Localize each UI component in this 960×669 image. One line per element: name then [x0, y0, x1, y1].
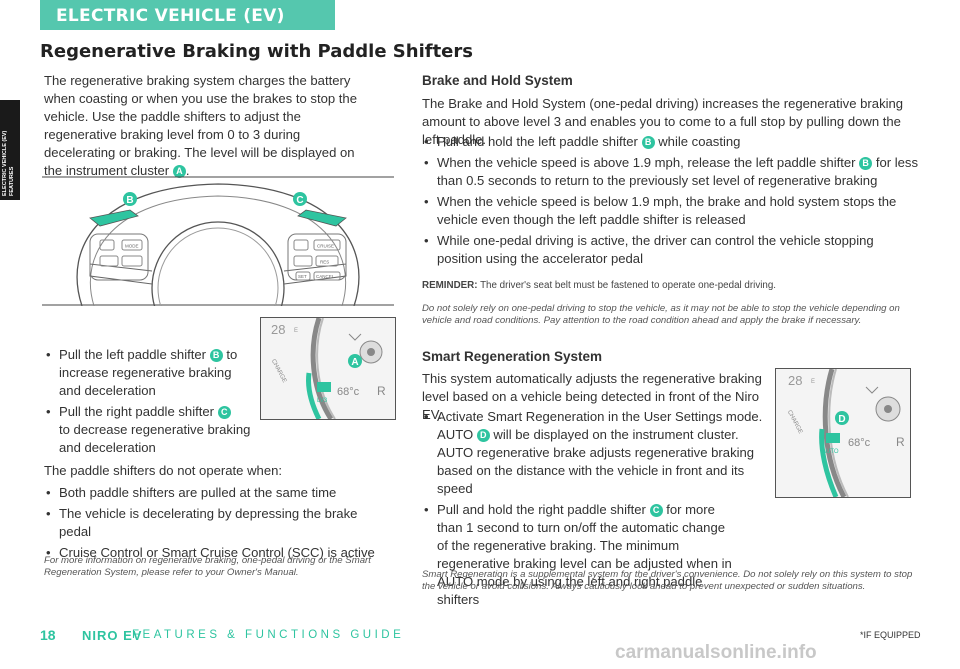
side-tab-label: ELECTRIC VEHICLE (EV) FEATURES	[2, 130, 15, 196]
cluster-d-scale: E	[811, 379, 815, 385]
left-footnote: For more information on regenerative bra…	[44, 555, 371, 578]
steering-wheel-icon: MODE CRUISE RES SET CANCEL B C	[42, 176, 394, 306]
smart-regen-title: Smart Regeneration System	[422, 349, 603, 364]
reminder-text: The driver's seat belt must be fastened …	[480, 280, 777, 291]
callout-a-cluster: A	[351, 357, 358, 368]
cluster-a-range: 28	[271, 322, 285, 337]
condition-item: Both paddle shifters are pulled at the s…	[44, 484, 384, 502]
instrument-cluster-d: 28 E CHARGE AUTO 68°c R D	[775, 368, 911, 498]
intro-paragraph: The regenerative braking system charges …	[44, 72, 369, 180]
smart-regen-note: Smart Regeneration is a supplemental sys…	[422, 569, 913, 592]
cluster-a-temp: 68°c	[337, 386, 360, 398]
callout-b: B	[641, 136, 655, 149]
callout-c: C	[649, 504, 663, 517]
footer-guide-title: FEATURES & FUNCTIONS GUIDE	[132, 629, 405, 641]
footer-model: NIRO EV	[82, 628, 143, 643]
callout-d: D	[476, 429, 490, 442]
cluster-d-range: 28	[788, 373, 802, 388]
smart-regen-item: Pull and hold the right paddle shifter C…	[422, 501, 922, 609]
smart-regen-intro: This system automatically adjusts the re…	[422, 371, 762, 422]
bullet-left-paddle: Pull the left paddle shifter B to increa…	[44, 346, 254, 400]
instrument-cluster-a: 28 E CHARGE LV3 68°c R A	[260, 317, 396, 420]
left-paddle-icon	[89, 209, 139, 227]
callout-b: B	[859, 157, 873, 170]
brake-hold-title: Brake and Hold System	[422, 73, 573, 88]
callout-a: A	[172, 165, 186, 178]
wheel-label-res: RES	[320, 260, 329, 265]
page-title: Regenerative Braking with Paddle Shifter…	[40, 41, 473, 62]
intro-end: .	[185, 163, 190, 178]
brake-hold-item: While one-pedal driving is active, the d…	[422, 232, 922, 268]
brake-hold-note: Do not solely rely on one-pedal driving …	[422, 303, 900, 326]
cluster-d-gear: R	[896, 435, 905, 449]
right-paddle-icon	[297, 209, 347, 227]
if-equipped-note: *IF EQUIPPED	[860, 630, 921, 640]
wheel-label-mode: MODE	[125, 244, 139, 249]
cluster-a-gear: R	[377, 384, 386, 398]
side-section-tab: ELECTRIC VEHICLE (EV) FEATURES	[0, 100, 20, 200]
cluster-d-temp: 68°c	[848, 437, 871, 449]
condition-item: Cruise Control or Smart Cruise Control (…	[44, 544, 384, 562]
steering-wheel-illustration: MODE CRUISE RES SET CANCEL B C	[42, 176, 394, 306]
wheel-label-cruise: CRUISE	[317, 244, 334, 249]
reminder-label: REMINDER:	[422, 280, 478, 291]
cluster-d-level: AUTO	[822, 449, 839, 455]
brake-hold-list: Pull and hold the left paddle shifter B …	[422, 133, 922, 271]
bullet-right-paddle: Pull the right paddle shifter Cto decrea…	[44, 403, 254, 457]
wheel-label-cancel: CANCEL	[316, 274, 335, 279]
callout-b-wheel: B	[126, 195, 133, 206]
callout-c: C	[217, 406, 231, 419]
smart-regen-list: Activate Smart Regeneration in the User …	[422, 408, 922, 612]
smart-regen-item: Activate Smart Regeneration in the User …	[422, 408, 767, 498]
watermark: carmanualsonline.info	[615, 642, 817, 663]
no-operate-text: The paddle shifters do not operate when:	[44, 463, 283, 478]
intro-text: The regenerative braking system charges …	[44, 73, 357, 178]
section-header-tab: ELECTRIC VEHICLE (EV) FEATURES	[40, 0, 335, 58]
page-number: 18	[40, 627, 56, 643]
brake-hold-item: Pull and hold the left paddle shifter B …	[422, 133, 922, 151]
conditions-list: Both paddle shifters are pulled at the s…	[44, 484, 384, 565]
callout-d-cluster: D	[838, 414, 845, 425]
condition-item: The vehicle is decelerating by depressin…	[44, 505, 384, 541]
paddle-bullets: Pull the left paddle shifter B to increa…	[44, 346, 254, 460]
cluster-a-scale: E	[294, 328, 298, 334]
cluster-a-level: LV3	[317, 398, 328, 404]
callout-b: B	[209, 349, 223, 362]
brake-hold-item: When the vehicle speed is above 1.9 mph,…	[422, 154, 922, 190]
callout-c-wheel: C	[296, 195, 303, 206]
wheel-label-set: SET	[298, 274, 307, 279]
brake-hold-item: When the vehicle speed is below 1.9 mph,…	[422, 193, 922, 229]
reminder: REMINDER: The driver's seat belt must be…	[422, 280, 922, 291]
